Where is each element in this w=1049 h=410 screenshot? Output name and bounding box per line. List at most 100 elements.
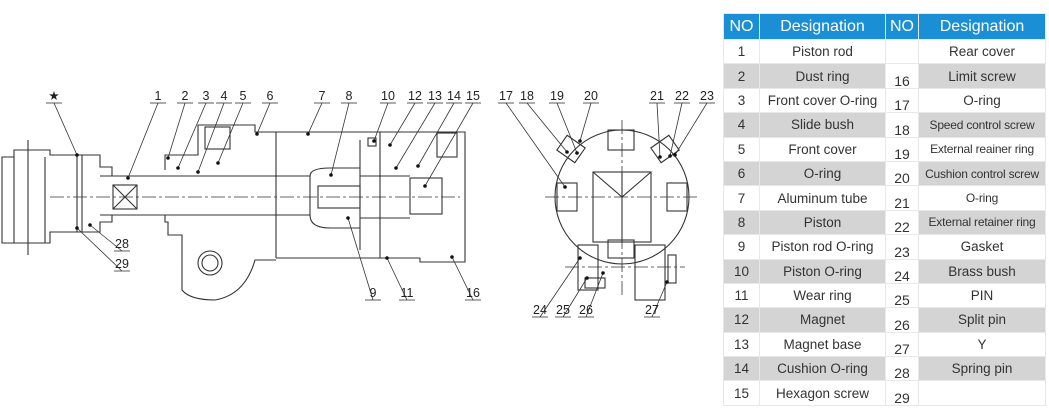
designation-cell-2: Split pin — [918, 307, 1046, 333]
no-cell: 10 — [723, 258, 760, 284]
leader-line — [347, 217, 374, 301]
callout-number: 21 — [650, 89, 664, 103]
leader-dot — [673, 153, 677, 157]
no-cell: 13 — [723, 331, 760, 358]
callout-number: 17 — [499, 89, 513, 103]
callout: 20 — [578, 89, 599, 143]
header-no-2: NO — [885, 13, 919, 40]
callout-number: 18 — [520, 89, 534, 103]
leader-line — [585, 272, 604, 318]
leader-dot — [423, 184, 427, 188]
callout: 9 — [346, 216, 381, 301]
callout: 14 — [416, 89, 462, 168]
leader-line — [89, 224, 123, 252]
callout-number: 28 — [115, 237, 129, 251]
no-cell: 3 — [723, 87, 760, 114]
leader-line — [651, 281, 668, 318]
no-cell-2 — [885, 38, 919, 65]
callout-number: 23 — [700, 89, 714, 103]
leader-dot — [578, 256, 582, 260]
callout-number: 4 — [221, 89, 228, 103]
callout: 17 — [498, 89, 567, 189]
no-cell-2: 24 — [885, 258, 919, 284]
callout: 23 — [673, 89, 715, 157]
no-cell-2: 19 — [885, 136, 919, 162]
callout-number: 25 — [556, 303, 570, 317]
callout-number: 2 — [182, 89, 189, 103]
leader-line — [177, 102, 207, 169]
callout-number: 27 — [645, 303, 659, 317]
designation-cell-2 — [918, 380, 1046, 406]
no-cell: 5 — [723, 136, 760, 162]
callout-number: 3 — [203, 89, 210, 103]
callout: 8 — [329, 89, 357, 177]
callout: 22 — [668, 89, 690, 158]
leader-line — [451, 256, 474, 301]
callout-number: 1 — [155, 89, 162, 103]
no-cell-2: 26 — [885, 307, 919, 333]
callout-number: 19 — [550, 89, 564, 103]
designation-cell: Aluminum tube — [759, 185, 886, 211]
callout: 19 — [549, 89, 579, 155]
leader-line — [424, 102, 474, 187]
header-no: NO — [723, 13, 760, 40]
designation-cell: Piston — [759, 209, 886, 236]
leader-dot — [394, 166, 398, 170]
callout-number: 22 — [675, 89, 689, 103]
callout-number: 26 — [579, 303, 593, 317]
callout-number: 6 — [267, 89, 274, 103]
designation-cell-2: PIN — [918, 282, 1046, 309]
callout-number: 15 — [466, 89, 480, 103]
no-cell: 14 — [723, 356, 760, 382]
designation-cell-2: Spring pin — [918, 356, 1046, 382]
no-cell: 9 — [723, 234, 760, 260]
no-cell: 11 — [723, 282, 760, 309]
leader-line — [526, 102, 568, 153]
callout-number: 5 — [240, 89, 247, 103]
callout: 18 — [519, 89, 569, 154]
side-view — [1, 124, 466, 301]
callout-number: 12 — [408, 89, 422, 103]
callout: 6 — [255, 89, 278, 136]
leader-line — [539, 257, 581, 318]
leader-line — [562, 277, 588, 318]
no-cell-2: 20 — [885, 160, 919, 187]
callout: 7 — [306, 89, 330, 136]
callout: 5 — [216, 89, 251, 165]
designation-cell-2: External retainer ring — [918, 209, 1046, 236]
leader-dot — [575, 151, 579, 155]
callout: 12 — [388, 89, 423, 147]
designation-cell: Piston rod O-ring — [759, 234, 886, 260]
leader-line — [669, 102, 683, 157]
callout: 21 — [649, 89, 665, 159]
callout: 4 — [196, 89, 232, 174]
leader-dot — [346, 216, 350, 220]
leader-line — [197, 102, 225, 173]
no-cell: 1 — [723, 38, 760, 65]
callout: ★ — [46, 89, 79, 157]
callout: 27 — [644, 280, 669, 318]
no-cell: 12 — [723, 307, 760, 333]
designation-cell-2: O-ring — [918, 87, 1046, 114]
callout-number: 8 — [346, 89, 353, 103]
no-cell-2: 16 — [885, 63, 919, 89]
callout-number: 7 — [319, 89, 326, 103]
designation-cell-2: Rear cover — [918, 38, 1046, 65]
no-cell-2: 28 — [885, 356, 919, 382]
leader-line — [167, 102, 186, 159]
callout: 13 — [394, 89, 443, 170]
no-cell-2: 18 — [885, 112, 919, 138]
designation-cell-2: Gasket — [918, 234, 1046, 260]
leader-dot — [196, 170, 200, 174]
callout: 15 — [423, 89, 481, 188]
no-cell: 8 — [723, 209, 760, 236]
designation-cell: Slide bush — [759, 112, 886, 138]
